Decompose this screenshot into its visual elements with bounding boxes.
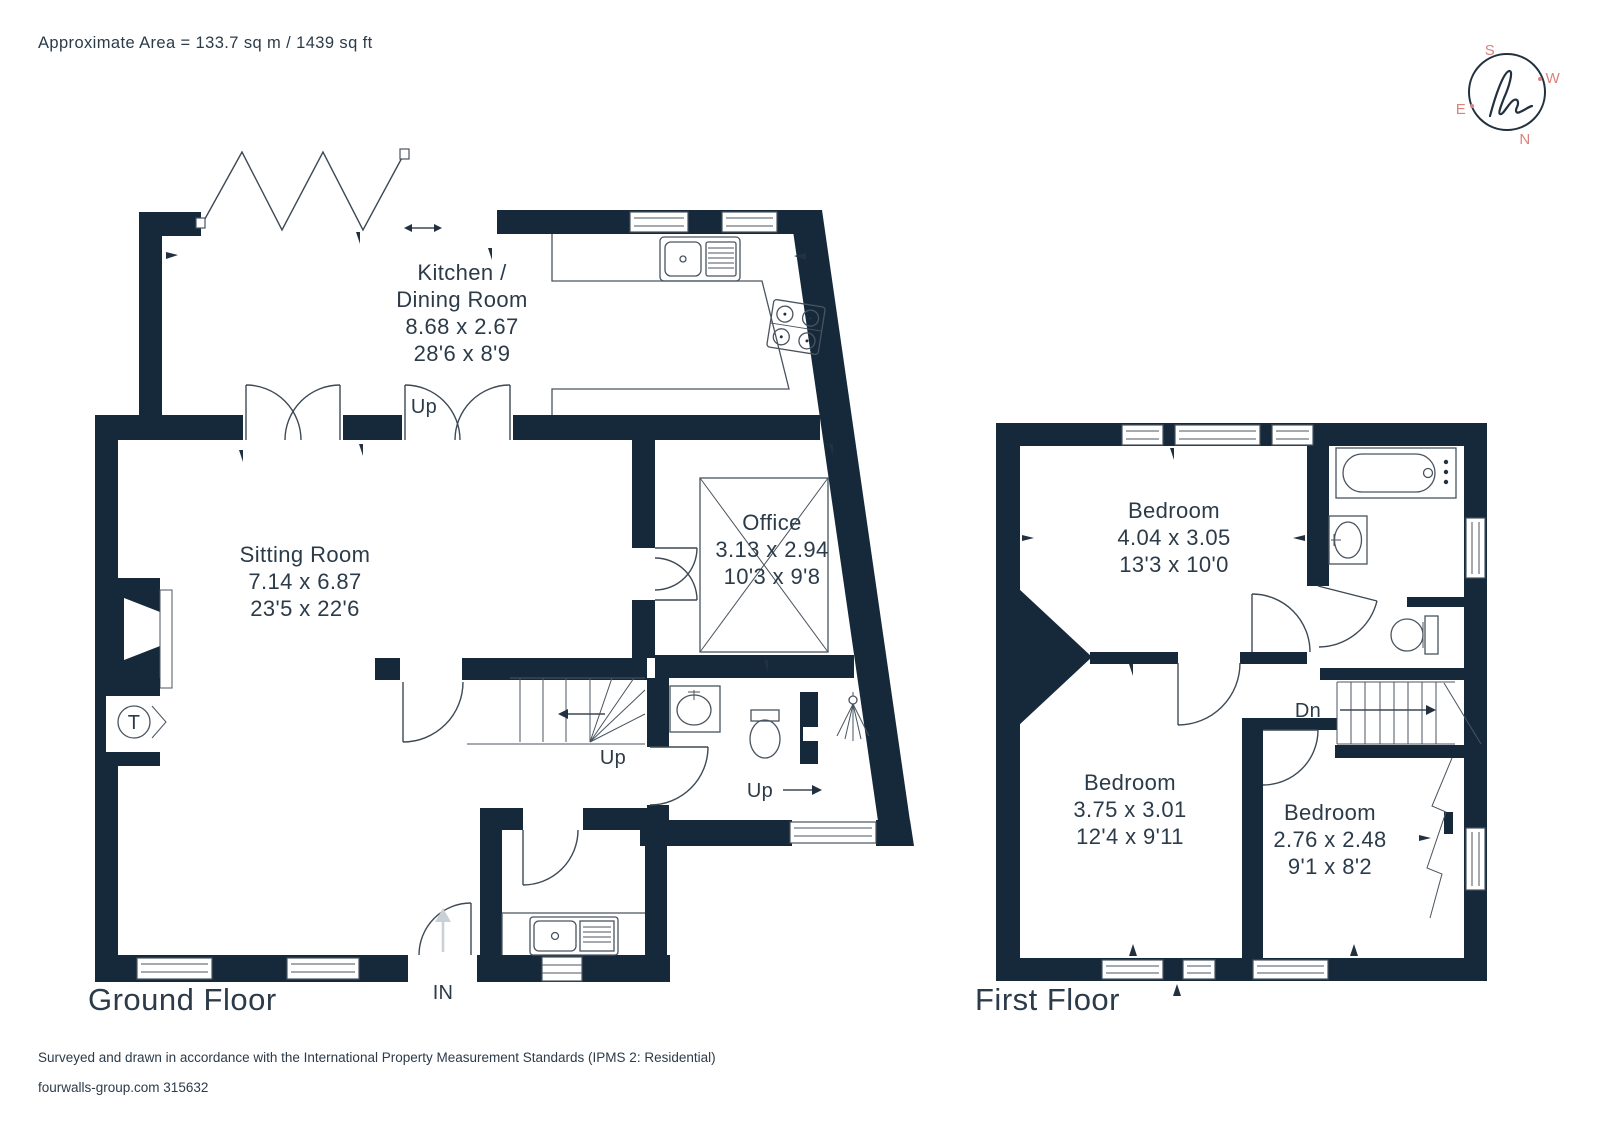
room-dims-imperial: 28'6 x 8'9 [414,341,511,366]
window [1465,827,1486,891]
room-name: Office [742,510,801,535]
window [721,211,778,233]
bedroom1-label: Bedroom 4.04 x 3.05 13'3 x 10'0 [1117,498,1230,577]
ground-floor-plan: T [95,148,914,1004]
window [789,821,877,844]
office-restricted-height-box [699,477,829,653]
tank-label: T [128,712,141,734]
bathroom-sink-icon [1328,515,1368,565]
measure-ticks-ground [166,232,833,672]
first-floor-windows [1101,424,1486,980]
window [629,211,689,233]
window [1252,959,1329,980]
first-floor-stairs [1336,681,1482,745]
kitchen-sink-icon [659,236,741,282]
approximate-area-text: Approximate Area = 133.7 sq m / 1439 sq … [38,34,373,52]
ground-stairs [467,677,646,745]
compass-logo [1488,69,1534,118]
up-label-hall: Up [747,780,822,802]
window [136,957,213,980]
slide-arrow-icon [404,224,442,232]
compass-icon: S W E N [1456,42,1561,148]
down-label: Dn [1295,700,1321,722]
window [1174,424,1261,446]
window [286,957,360,980]
first-floor-doors [1177,585,1378,786]
compass-west: W [1546,70,1561,87]
room-name: Bedroom [1084,770,1176,795]
entrance-label: IN [433,982,454,1004]
svg-text:Up: Up [747,780,773,802]
wc-sink-icon [669,685,721,733]
room-dims-metric: 4.04 x 3.05 [1117,525,1230,550]
compass-north: N [1519,131,1530,148]
room-name: Bedroom [1284,800,1376,825]
bath-icon [1335,447,1457,499]
entrance-arrow-icon [435,908,451,952]
survey-standards-text: Surveyed and drawn in accordance with th… [38,1050,716,1065]
utility-door [522,829,579,886]
ground-floor-walls [95,210,914,982]
room-name: Sitting Room [240,542,371,567]
kitchen-counter [551,234,790,415]
window [1101,959,1164,980]
room-name: Kitchen / [417,260,507,285]
room-dims-metric: 3.75 x 3.01 [1073,797,1186,822]
ground-floor-windows [136,211,877,980]
sitting-room-label: Sitting Room 7.14 x 6.87 23'5 x 22'6 [240,542,371,621]
french-doors [245,384,341,441]
bedroom1-door [1251,593,1311,653]
room-dims-metric: 3.13 x 2.94 [715,537,828,562]
bedroom2-door [1177,662,1241,726]
window [1182,959,1216,980]
kitchen-label: Kitchen / Dining Room 8.68 x 2.67 28'6 x… [396,260,528,366]
french-doors [404,384,511,441]
bedroom2-label: Bedroom 3.75 x 3.01 12'4 x 9'11 [1073,770,1186,849]
bedroom3-door [1262,729,1319,786]
first-floor-walls [996,423,1487,981]
room-name: Dining Room [396,287,528,312]
bathroom-door [1317,585,1378,648]
office-label: Office 3.13 x 2.94 10'3 x 9'8 [715,510,828,589]
up-label-doors: Up [411,396,437,418]
fireplace [124,589,173,689]
compass-south: S [1485,42,1496,59]
room-dims-metric: 8.68 x 2.67 [405,314,518,339]
room-dims-imperial: 12'4 x 9'11 [1076,824,1184,849]
window [1271,424,1314,446]
first-floor-title: First Floor [975,982,1120,1017]
ground-floor-title: Ground Floor [88,982,277,1017]
eaves-lines [1426,757,1453,919]
wc-door [649,746,709,806]
surveyor-reference-text: fourwalls-group.com 315632 [38,1080,209,1095]
room-dims-metric: 7.14 x 6.87 [248,569,361,594]
room-dims-imperial: 10'3 x 9'8 [724,564,821,589]
room-dims-imperial: 9'1 x 8'2 [1288,854,1372,879]
room-dims-imperial: 23'5 x 22'6 [250,596,359,621]
bedroom3-label: Bedroom 2.76 x 2.48 9'1 x 8'2 [1273,800,1386,879]
sitting-room-door [402,681,464,743]
toilet-icon [749,709,781,759]
tank-niche: T [106,678,167,766]
first-floor-plan: Bedroom 4.04 x 3.05 13'3 x 10'0 Bedroom … [996,423,1487,996]
room-dims-imperial: 13'3 x 10'0 [1119,552,1228,577]
compass-east: E [1456,101,1467,118]
toilet-icon [1390,615,1439,655]
room-dims-metric: 2.76 x 2.48 [1273,827,1386,852]
hob-icon [766,299,826,355]
entrance-door [408,902,477,982]
room-name: Bedroom [1128,498,1220,523]
up-label-stairs: Up [600,747,626,769]
door-step [541,956,583,982]
shower-icon [803,692,870,741]
office-double-door [654,547,698,601]
bifold-door [195,148,442,232]
ground-floor-doors [245,384,709,982]
window [1465,517,1486,579]
utility-sink-icon [501,912,645,956]
window [1121,424,1164,446]
measure-ticks-first [1022,448,1431,996]
